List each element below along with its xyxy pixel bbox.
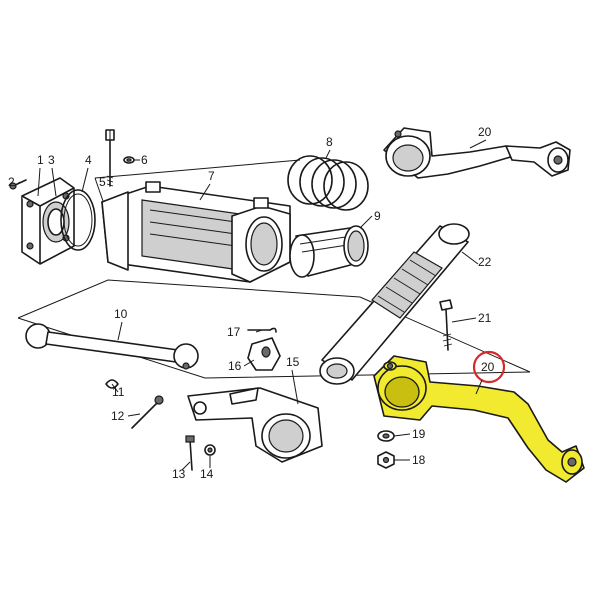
washer-part-19 [377,430,395,442]
callout-6: 6 [141,153,148,167]
callout-labels: 1 2 3 4 5 6 7 8 9 10 11 12 13 14 15 16 1… [8,125,495,481]
callout-13: 13 [172,467,186,481]
cross-shaft-part-22 [319,223,470,385]
piston-rings-part-8 [287,155,369,211]
callout-20-highlighted[interactable]: 20 [481,360,495,374]
callout-11: 11 [112,385,125,399]
callout-9: 9 [374,209,381,223]
clip-part-11 [105,379,119,389]
block-part-16 [247,337,281,371]
bolt-part-13 [185,435,195,471]
callout-19: 19 [412,427,426,441]
steering-arm-part-20-highlighted[interactable] [373,355,585,483]
bolt-part-21 [439,299,453,351]
callout-3: 3 [48,153,55,167]
callout-22: 22 [478,255,492,269]
callout-5: 5 [99,175,106,189]
callout-20-upper: 20 [478,125,492,139]
pin-part-12 [131,395,164,429]
callout-8: 8 [326,135,333,149]
callout-15: 15 [286,355,300,369]
nut-part-18 [377,451,395,469]
piston-part-9 [289,225,369,278]
callout-1: 1 [37,153,44,167]
callout-12: 12 [111,409,125,423]
leader-lines [13,130,487,471]
cotter-pin-part-17 [247,327,277,333]
drag-link-rod-part-10 [25,323,199,370]
steering-arm-part-20-upper [383,127,571,179]
lever-part-15 [187,387,323,463]
nut-part-14 [204,444,216,456]
callout-7: 7 [208,169,215,183]
end-cover-part-1 [21,177,75,265]
callout-2: 2 [8,175,15,189]
cover-gasket-part-4 [60,189,96,251]
callout-17: 17 [227,325,241,339]
callout-16: 16 [228,359,242,373]
callout-18: 18 [412,453,426,467]
washer-part-6 [123,156,135,164]
callout-4: 4 [85,153,92,167]
cylinder-body-part-7 [101,181,291,283]
callout-14: 14 [200,467,214,481]
callout-10: 10 [114,307,128,321]
callout-21: 21 [478,311,492,325]
highlight-ring [472,350,506,384]
